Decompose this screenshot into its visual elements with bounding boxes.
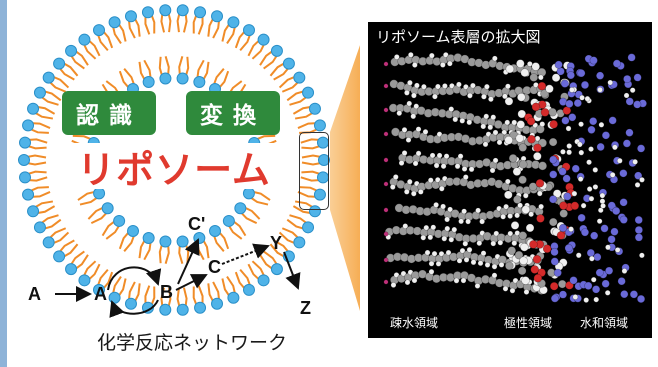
recognition-badge: 認識 xyxy=(62,91,156,135)
node-z: Z xyxy=(300,298,311,318)
liposome-title: リポソーム xyxy=(52,143,296,192)
node-b: B xyxy=(160,282,173,302)
reaction-arrows xyxy=(55,238,301,318)
hydrophobic-region-label: 疎水領域 xyxy=(390,316,439,330)
polar-region-label: 極性領域 xyxy=(504,316,553,330)
zoom-cone xyxy=(330,45,360,312)
node-y: Y xyxy=(270,233,283,253)
zoom-callout-box xyxy=(299,132,329,210)
left-edge-bar xyxy=(0,0,7,367)
molecular-model xyxy=(383,51,647,304)
zoomed-surface-panel: リポソーム表層の拡大図 疎水領域 極性領域 水和領域 xyxy=(368,22,652,338)
zoom-panel-title: リポソーム表層の拡大図 xyxy=(376,28,541,46)
conversion-badge: 変換 xyxy=(186,91,280,135)
node-a-outer: A xyxy=(28,284,41,304)
node-c-prime: C' xyxy=(188,214,206,234)
node-a-inner: A xyxy=(94,284,107,304)
hydration-region-label: 水和領域 xyxy=(580,316,629,330)
node-c: C xyxy=(208,257,221,277)
reaction-network-label: 化学反応ネットワーク xyxy=(96,332,287,354)
